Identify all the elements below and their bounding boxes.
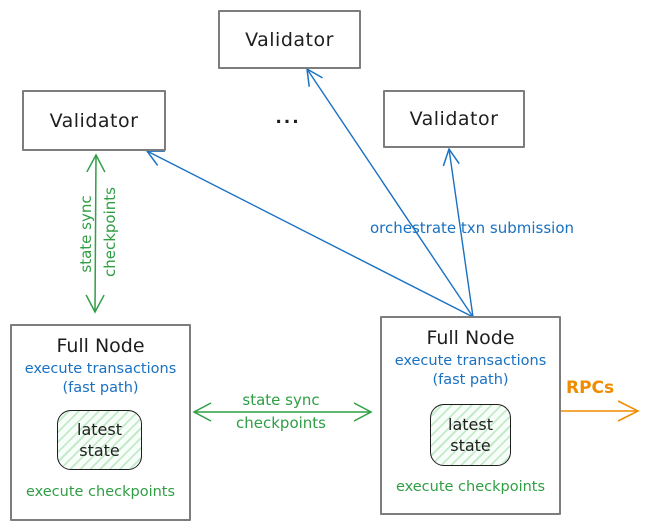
latest-state-left-line1: latest: [77, 420, 122, 439]
full-node-left-footer: execute checkpoints: [25, 484, 176, 500]
full-node-left-exec-line2: (fast path): [62, 380, 139, 396]
validator-left-label: Validator: [49, 109, 139, 132]
full-node-left-title: Full Node: [56, 335, 145, 357]
fullnode-sync-label-line2: checkpoints: [236, 414, 326, 432]
full-node-right-exec-line1: execute transactions: [394, 353, 547, 369]
latest-state-box-left: latest state: [57, 410, 142, 470]
full-node-box-right: Full Node execute transactions (fast pat…: [380, 316, 561, 515]
rpc-label: RPCs: [566, 378, 615, 398]
latest-state-box-right: latest state: [430, 404, 511, 466]
latest-state-right-line1: latest: [448, 415, 493, 434]
full-node-box-left: Full Node execute transactions (fast pat…: [10, 324, 191, 521]
orchestrate-label: orchestrate txn submission: [369, 219, 575, 237]
latest-state-right-line2: state: [450, 436, 491, 455]
green-vertical-sync-arrow: [85, 153, 106, 314]
validator-right-label: Validator: [409, 108, 499, 130]
blue-arrow-to-top-validator: [306, 67, 474, 318]
validator-sync-label-line1: state sync: [77, 195, 95, 273]
fullnode-sync-label-line1: state sync: [242, 391, 320, 409]
blue-arrow-to-right-validator: [442, 147, 474, 318]
validator-box-left: Validator: [22, 90, 166, 151]
validator-top-label: Validator: [245, 28, 334, 51]
validator-sync-label-line2: checkpoints: [101, 187, 119, 277]
validator-box-right: Validator: [383, 90, 525, 148]
validator-box-top: Validator: [218, 10, 361, 69]
full-node-right-title: Full Node: [426, 327, 515, 349]
full-node-left-exec-line1: execute transactions: [24, 361, 177, 377]
full-node-right-exec-line2: (fast path): [432, 372, 509, 388]
latest-state-left-line2: state: [79, 441, 120, 460]
validator-ellipsis: ...: [275, 108, 301, 128]
blue-arrow-to-left-validator: [145, 150, 474, 318]
full-node-right-footer: execute checkpoints: [395, 479, 546, 495]
